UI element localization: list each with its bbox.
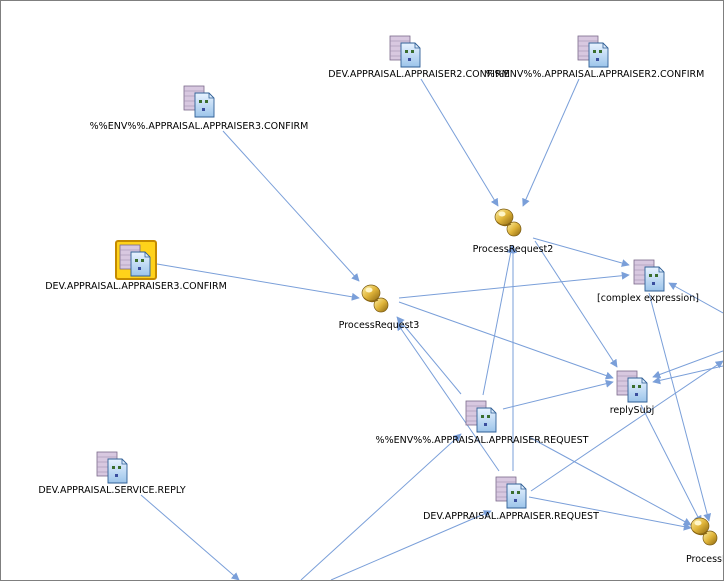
edge-n_process2-to-n_replysubj[interactable] [534,240,618,368]
edge-n_dev_appr_request-to-n_process_right[interactable] [528,496,692,531]
edge-n_env_appr_request-to-n_process2[interactable] [482,245,515,396]
destination-node-dev-appr-request[interactable]: DEV.APPRAISAL.APPRAISER.REQUEST [423,476,599,522]
edge-n_env_appr_request-to-n_replysubj[interactable] [502,379,614,410]
edge-n_dev_appr_request-to-n_process3[interactable] [396,322,500,472]
edge-offscreen_bottom_b-to-n_env_appr_request[interactable] [300,433,462,580]
process-gear-small [702,530,718,546]
process-gear-small [373,297,389,313]
edge-n_env_appr2_confirm-to-n_process2[interactable] [522,78,580,207]
edge-n_env_appr_request-to-n_process3[interactable] [396,316,462,395]
node-label: DEV.APPRAISAL.APPRAISER.REQUEST [423,511,599,522]
edges-layer [140,78,723,580]
edge-n_dev_appr3_confirm-to-n_process3[interactable] [156,263,360,301]
destination-document-front [107,458,128,484]
destination-node-dev-service-reply[interactable]: DEV.APPRAISAL.SERVICE.REPLY [38,451,186,496]
node-label: replySubj [610,405,655,416]
node-label: DEV.APPRAISAL.APPRAISER2.CONFIRM [328,69,510,80]
edge-offscreen_right_top-to-n_complex[interactable] [668,282,723,314]
nodes-layer: DEV.APPRAISAL.APPRAISER2.CONFIRM%%ENV%%.… [38,35,723,565]
destination-document-front [476,407,497,433]
edge-n_dev_appr_request-to-offscreen_right_low[interactable] [530,360,723,492]
process-node-process3[interactable]: ProcessRequest3 [339,284,420,331]
edge-n_replysubj-to-n_process_right[interactable] [640,404,702,524]
destination-node-env-appr-request[interactable]: %%ENV%%.APPRAISAL.APPRAISER.REQUEST [376,400,589,446]
destination-node-replysubj[interactable]: replySubj [610,370,655,416]
node-label: ProcessRequest3 [339,320,420,331]
edge-n_process3-to-n_replysubj[interactable] [398,301,614,380]
node-label: DEV.APPRAISAL.SERVICE.REPLY [38,485,186,496]
node-label: ProcessRequest2 [473,244,554,255]
edge-n_complex-to-n_process_right[interactable] [648,292,712,522]
edge-n_process2-to-n_complex[interactable] [532,237,630,267]
edge-n_dev_appr2_confirm-to-n_process2[interactable] [420,78,499,207]
destination-node-complex[interactable]: [complex expression] [597,259,699,304]
edge-offscreen_right_mid-to-n_replysubj[interactable] [652,350,723,379]
edge-n_process3-to-n_complex[interactable] [398,271,630,299]
destination-document-front [194,92,215,118]
destination-node-env-appr3-confirm[interactable]: %%ENV%%.APPRAISAL.APPRAISER3.CONFIRM [90,85,309,132]
node-label: DEV.APPRAISAL.APPRAISER3.CONFIRM [45,281,227,292]
destination-node-dev-appr2-confirm[interactable]: DEV.APPRAISAL.APPRAISER2.CONFIRM [328,35,510,80]
destination-document-front [400,42,421,68]
edge-n_env_appr_request-to-n_process_right[interactable] [528,436,692,526]
edge-n_dev_service_reply-to-offscreen_bottom_a[interactable] [140,494,240,580]
destination-document-front [588,42,609,68]
destination-node-dev-appr3-confirm[interactable]: DEV.APPRAISAL.APPRAISER3.CONFIRM [45,240,227,292]
destination-document-front [644,266,665,292]
node-label: [complex expression] [597,293,699,304]
edge-offscreen_right_mid2-to-n_replysubj[interactable] [652,365,723,385]
node-label: %%ENV%%.APPRAISAL.APPRAISER2.CONFIRM [486,69,705,80]
process-node-process2[interactable]: ProcessRequest2 [473,208,554,255]
edge-n_env_appr3_confirm-to-n_process3[interactable] [222,130,360,282]
destination-document-front [627,377,648,403]
process-gear-small [506,221,522,237]
destination-node-env-appr2-confirm[interactable]: %%ENV%%.APPRAISAL.APPRAISER2.CONFIRM [486,35,705,80]
node-label: %%ENV%%.APPRAISAL.APPRAISER.REQUEST [376,435,589,446]
node-label: %%ENV%%.APPRAISAL.APPRAISER3.CONFIRM [90,121,309,132]
process-node-process-right[interactable]: ProcessReq [686,517,723,565]
destination-document-front [506,483,527,509]
edge-offscreen_bottom_c-to-n_dev_appr_request[interactable] [330,510,492,580]
destination-document-front [130,251,151,277]
node-label: ProcessReq [686,554,723,565]
